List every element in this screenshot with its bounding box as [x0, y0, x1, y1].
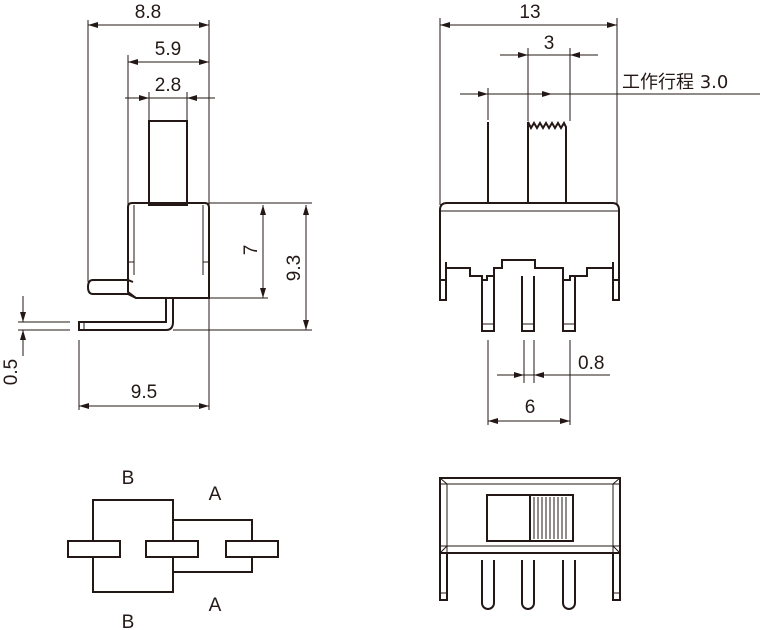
front-view: 13 3 工作行程 3.0 0.8 6	[439, 2, 760, 425]
side-view: 8.8 5.9 2.8 7 9.3 0.5 9.5	[1, 2, 312, 410]
dim-13: 13	[519, 2, 540, 23]
dim-0-5: 0.5	[1, 359, 22, 385]
dim-9-5: 9.5	[131, 382, 157, 403]
label-a-top: A	[209, 484, 222, 505]
dim-3: 3	[544, 33, 555, 54]
label-a-bottom: A	[209, 595, 222, 616]
label-b-top: B	[122, 468, 135, 489]
travel-label: 工作行程 3.0	[622, 72, 728, 93]
dim-0-8: 0.8	[578, 353, 604, 374]
dim-8-8: 8.8	[135, 2, 161, 23]
dim-9-3: 9.3	[284, 255, 305, 281]
top-view	[439, 477, 621, 610]
dim-7: 7	[241, 245, 262, 256]
pcb-schematic: B A A B	[67, 468, 279, 630]
slider-knob-hatching	[533, 497, 567, 539]
dim-5-9: 5.9	[155, 39, 181, 60]
dim-2-8: 2.8	[155, 75, 181, 96]
label-b-bottom: B	[122, 612, 135, 630]
dim-6: 6	[525, 397, 536, 418]
